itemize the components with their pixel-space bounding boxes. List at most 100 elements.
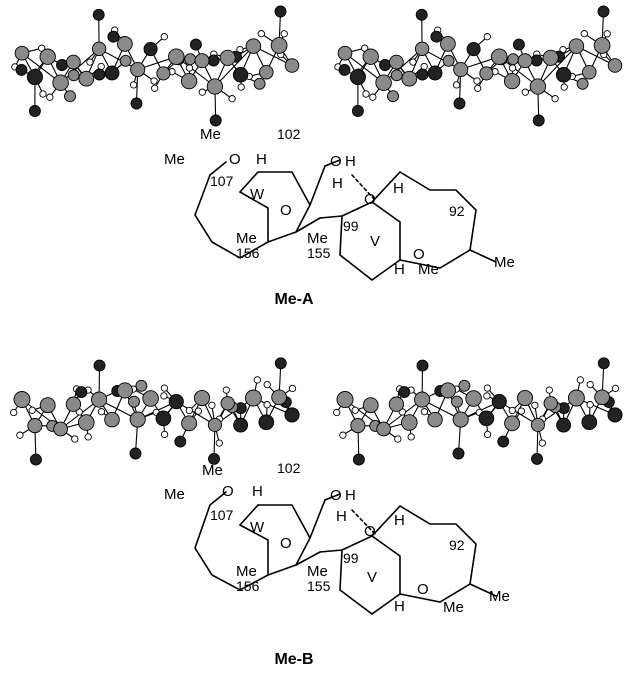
- heavy-atom: [156, 66, 171, 81]
- hydrogen-atom: [97, 408, 106, 416]
- hydrogen-atom: [160, 384, 169, 392]
- hydrogen-atom: [257, 30, 265, 38]
- heavy-atom: [452, 447, 465, 460]
- heavy-atom: [209, 114, 222, 127]
- hydrogen-atom: [185, 406, 193, 415]
- heavy-atom: [130, 61, 146, 78]
- me-a-atom-label: H: [332, 175, 343, 192]
- heavy-atom: [507, 53, 520, 66]
- heavy-atom: [479, 66, 494, 81]
- me-b-locant: 155: [307, 578, 331, 594]
- me-b-locant: 156: [236, 578, 260, 594]
- heavy-atom: [442, 54, 455, 67]
- hydrogen-atom: [263, 380, 271, 389]
- heavy-atom: [207, 54, 220, 67]
- me-b-ring-label: V: [367, 569, 377, 586]
- me-b-labels: Me Me O H O H H O H O Me Me H O Me Me 10…: [164, 460, 510, 668]
- heavy-atom: [576, 77, 589, 90]
- heavy-atom: [543, 396, 558, 411]
- hydrogen-atom: [351, 406, 359, 414]
- me-b-caption: Me-B: [274, 651, 313, 668]
- hydrogen-atom: [84, 433, 92, 441]
- me-a-atom-label: Me: [418, 261, 439, 278]
- hydrogen-atom: [538, 439, 546, 447]
- me-b-atom-label: O: [417, 581, 429, 598]
- heavy-atom: [427, 65, 443, 81]
- hydrogen-atom: [280, 30, 288, 38]
- heavy-atom: [270, 37, 288, 54]
- hydrogen-atom: [474, 84, 482, 92]
- heavy-atom: [416, 359, 429, 372]
- me-b-locant: 107: [210, 507, 234, 523]
- heavy-atom: [352, 453, 365, 466]
- me-a-atom-label: O: [280, 202, 292, 219]
- heavy-atom: [379, 59, 391, 71]
- heavy-atom: [529, 78, 547, 95]
- heavy-atom: [119, 54, 132, 67]
- me-b-locant: 102: [277, 460, 301, 476]
- me-a-atom-label: Me: [307, 230, 328, 247]
- heavy-atom: [104, 65, 120, 81]
- heavy-atom: [66, 54, 81, 70]
- heavy-atom: [398, 386, 411, 399]
- heavy-atom: [376, 421, 391, 437]
- heavy-atom: [401, 414, 418, 431]
- hydrogen-atom: [409, 58, 417, 66]
- heavy-atom: [530, 54, 543, 67]
- heavy-atom: [337, 45, 353, 61]
- me-a-stereo-model-right: [334, 5, 623, 127]
- me-b-locant: 92: [449, 537, 465, 553]
- hydrogen-atom: [288, 384, 297, 393]
- me-b-atom-label: Me: [164, 486, 185, 503]
- heavy-atom: [26, 68, 43, 86]
- hydrogen-atom: [603, 30, 611, 38]
- hydrogen-atom: [531, 401, 539, 409]
- me-a-atom-label: Me: [200, 126, 221, 143]
- hydrogen-atom: [46, 93, 54, 101]
- heavy-atom: [143, 42, 158, 57]
- heavy-atom: [453, 61, 469, 78]
- heavy-atom: [29, 453, 42, 466]
- hydrogen-atom: [194, 407, 203, 415]
- hydrogen-atom: [473, 77, 481, 85]
- me-b-atom-label: H: [252, 483, 263, 500]
- me-b-atom-label: Me: [489, 588, 510, 605]
- heavy-atom: [184, 53, 197, 66]
- heavy-atom: [129, 411, 146, 428]
- heavy-atom: [414, 41, 430, 56]
- heavy-atom: [497, 435, 510, 448]
- heavy-atom: [478, 410, 495, 427]
- heavy-atom: [14, 45, 30, 61]
- heavy-atom: [401, 70, 418, 87]
- heavy-atom: [555, 67, 572, 83]
- heavy-atom: [107, 30, 120, 43]
- heavy-atom: [452, 411, 469, 428]
- heavy-atom: [180, 72, 198, 90]
- heavy-atom: [607, 407, 623, 423]
- hydrogen-atom: [483, 384, 492, 392]
- me-b-atom-label: H: [394, 512, 405, 529]
- heavy-atom: [129, 447, 142, 460]
- heavy-atom: [336, 391, 354, 408]
- heavy-atom: [491, 394, 507, 410]
- heavy-atom: [194, 53, 210, 69]
- me-a-atom-label: Me: [164, 151, 185, 168]
- heavy-atom: [219, 49, 236, 66]
- hydrogen-atom: [198, 88, 206, 96]
- heavy-atom: [517, 53, 533, 69]
- me-b-structure: [194, 491, 497, 615]
- me-a-atom-label: Me: [236, 230, 257, 247]
- heavy-atom: [208, 452, 220, 465]
- heavy-atom: [13, 391, 31, 408]
- me-a-caption: Me-A: [274, 291, 314, 308]
- heavy-atom: [466, 42, 481, 57]
- me-b-atom-label: O: [280, 535, 292, 552]
- heavy-atom: [516, 389, 534, 407]
- heavy-atom: [387, 90, 399, 103]
- me-b-ring-label: W: [250, 519, 265, 536]
- heavy-atom: [531, 452, 543, 465]
- hydrogen-atom: [580, 30, 588, 38]
- me-a-atom-label: Me: [494, 254, 515, 271]
- heavy-atom: [362, 397, 379, 414]
- heavy-atom: [271, 389, 287, 406]
